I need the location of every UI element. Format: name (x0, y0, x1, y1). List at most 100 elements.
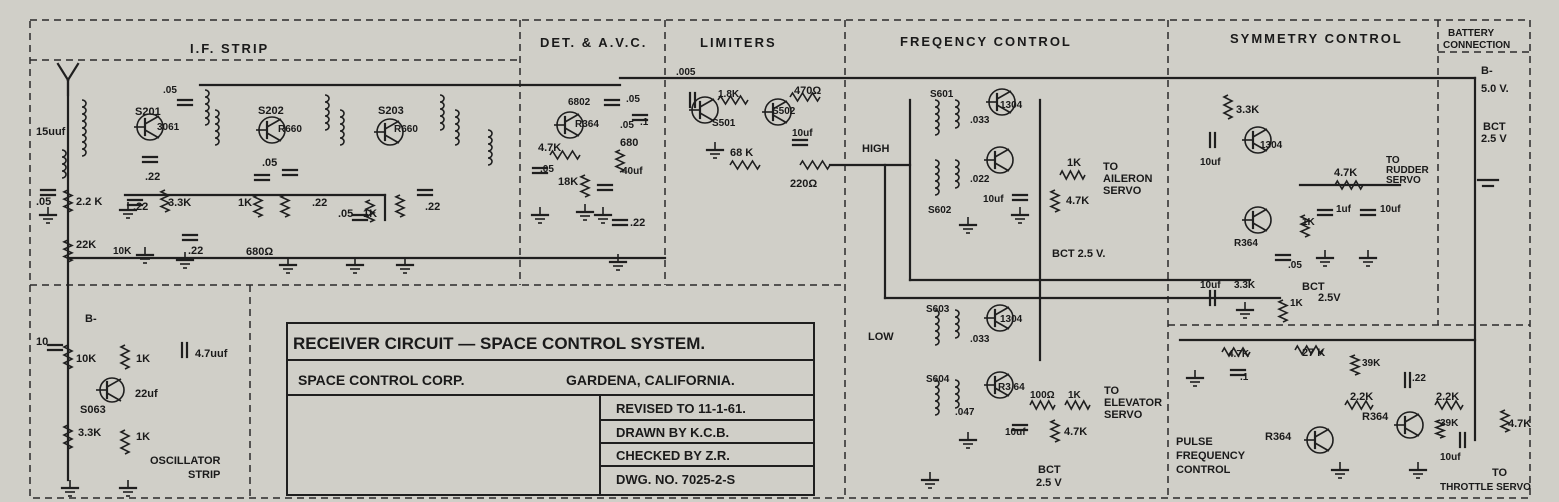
label-s202: S202 (258, 105, 284, 117)
label-to-rudder-1: TO (1386, 155, 1400, 166)
label-r22k-pf2: 2.2K (1436, 391, 1459, 403)
label-osc-47uuf: 4.7uuf (195, 348, 228, 360)
label-r1k-a: 1K (238, 197, 252, 209)
label-c05b: .05 (262, 157, 277, 169)
title-block-location: GARDENA, CALIFORNIA. (566, 372, 735, 388)
transistor-icon (986, 88, 1016, 116)
transistor-icon (96, 377, 125, 403)
resistor-icon (1059, 169, 1086, 181)
label-c033b: .033 (970, 334, 990, 345)
resistor-icon (1277, 299, 1289, 323)
transistor-icon (1394, 411, 1424, 439)
transistor-icon (554, 111, 584, 139)
ground-icon (1235, 302, 1255, 319)
resistor-icon (1299, 214, 1311, 238)
label-r364b: R364 (1234, 238, 1258, 249)
resistor-icon (1434, 399, 1464, 411)
label-c05c: .05 (338, 208, 353, 220)
capacitor-icon (416, 188, 434, 197)
ground-icon (608, 254, 628, 271)
label-s603: S603 (926, 304, 950, 315)
title-block-checked: CHECKED BY Z.R. (616, 448, 730, 463)
coil-icon (214, 109, 220, 146)
label-r1k-fc: 1K (1067, 157, 1081, 169)
capacitor-icon (1458, 431, 1467, 449)
ground-icon (1330, 462, 1350, 479)
label-r33k-a: 3.3K (168, 197, 191, 209)
transistor-icon (134, 113, 164, 141)
ground-icon (1358, 250, 1378, 267)
capacitor-icon (126, 198, 144, 207)
coil-icon (454, 109, 460, 146)
resistor-symbols (62, 91, 1511, 455)
label-high: HIGH (862, 143, 890, 155)
resistor-icon (1222, 94, 1234, 120)
coil-icon (204, 89, 210, 126)
resistor-icon (119, 429, 131, 455)
ground-icon (593, 207, 613, 224)
resistor-icon (62, 344, 74, 370)
label-s063: S063 (80, 404, 106, 416)
ground-icon (38, 207, 58, 224)
label-osc-1k-b: 1K (136, 431, 150, 443)
section-if-strip: I.F. STRIP (190, 41, 269, 56)
label-to-aileron-1: TO (1103, 161, 1119, 173)
ground-icon (958, 432, 978, 449)
resistor-icon (729, 159, 761, 171)
title-block: RECEIVER CIRCUIT — SPACE CONTROL SYSTEM.… (286, 322, 815, 496)
capacitor-icon (46, 343, 64, 352)
label-c047: .047 (955, 407, 975, 418)
ground-icon (175, 252, 195, 269)
bus-wires (66, 76, 1477, 482)
ground-icon (118, 480, 138, 497)
label-r364a: R364 (575, 119, 599, 130)
label-low: LOW (868, 331, 894, 343)
label-r47k-pf: 4.7K (1228, 349, 1250, 360)
coil-icon (934, 159, 940, 196)
ground-icon (1408, 462, 1428, 479)
label-r18k: 18K (558, 176, 578, 188)
label-bct-el-1: BCT (1038, 464, 1061, 476)
label-to-aileron-3: SERVO (1103, 185, 1142, 197)
coil-icon (439, 94, 445, 131)
label-c05-sym: .05 (1288, 260, 1302, 271)
title-block-title: RECEIVER CIRCUIT — SPACE CONTROL SYSTEM. (293, 334, 705, 353)
label-bct-fc: BCT 2.5 V. (1052, 248, 1105, 260)
resistor-icon (62, 189, 74, 213)
label-r680: 680Ω (246, 246, 273, 258)
capacitor-icon (351, 213, 369, 222)
resistor-icon (1334, 179, 1364, 191)
section-oscillator-1: OSCILLATOR (150, 455, 221, 467)
ground-icon (705, 142, 725, 159)
title-block-drawn: DRAWN BY K.C.B. (616, 425, 729, 440)
section-pulse-2: FREQUENCY (1176, 450, 1246, 462)
label-to-rudder-2: RUDDER (1386, 165, 1430, 176)
label-r18k-lim: 1.8K (718, 89, 740, 100)
capacitor-symbols (39, 91, 1467, 449)
ground-icon (135, 247, 155, 264)
label-c1uf: 1uf (1336, 204, 1352, 215)
resistor-icon (579, 174, 591, 198)
capacitor-icon (180, 341, 189, 359)
coil-icon (81, 99, 87, 157)
coil-icon (954, 379, 960, 409)
ground-icon (1315, 250, 1335, 267)
transistor-icon (1242, 126, 1272, 154)
transistor-symbols (96, 88, 1424, 454)
coil-icon (339, 109, 345, 146)
resistor-icon (1433, 419, 1447, 439)
label-c05e: .05 (620, 120, 634, 131)
resistor-icon (62, 424, 74, 450)
label-c10uf-el: 10uf (1005, 427, 1026, 438)
resistor-icon (159, 189, 171, 213)
label-c10uf-sym3: 10uf (1200, 280, 1221, 291)
capacitor-icon (1316, 208, 1334, 217)
coil-icon (934, 99, 940, 136)
title-block-dwg: DWG. NO. 7025-2-S (616, 472, 736, 487)
label-c40uf: 40uf (622, 166, 643, 177)
resistor-icon (1221, 346, 1251, 358)
label-r10k: 10K (113, 246, 132, 257)
label-c15uuf: 15uuf (36, 126, 66, 138)
